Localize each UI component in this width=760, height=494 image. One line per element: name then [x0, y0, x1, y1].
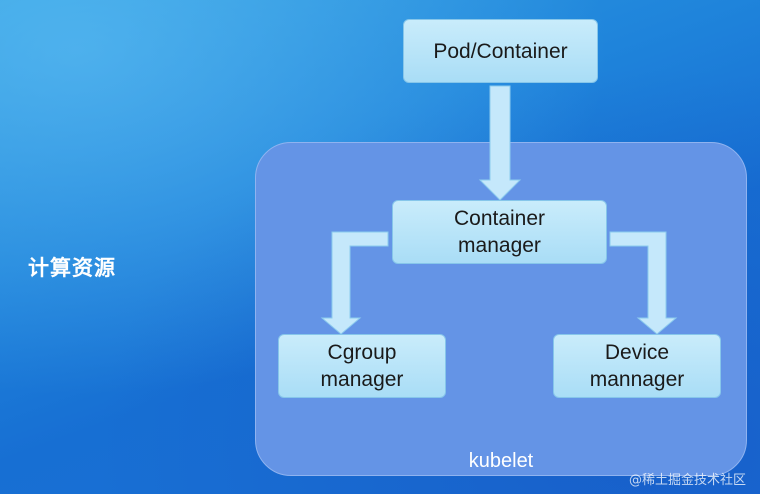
kubelet-label: kubelet	[468, 450, 534, 472]
cgroup-manager-node: Cgroup manager	[278, 334, 446, 398]
container-manager-node: Container manager	[392, 200, 607, 264]
watermark-text: @稀土掘金技术社区	[628, 473, 746, 488]
device-manager-node: Device mannager	[553, 334, 721, 398]
pod-container-label: Pod/Container	[433, 39, 568, 63]
arrow-container-manager-to-cgroup	[320, 231, 389, 335]
arrow-pod-to-container-manager	[478, 85, 522, 201]
arrow-container-manager-to-device	[609, 231, 678, 335]
compute-resources-label: 计算资源	[28, 256, 116, 280]
pod-container-node: Pod/Container	[403, 19, 598, 83]
device-manager-label: Device mannager	[589, 341, 685, 391]
container-manager-label: Container manager	[453, 207, 546, 257]
cgroup-manager-label: Cgroup manager	[320, 341, 404, 391]
